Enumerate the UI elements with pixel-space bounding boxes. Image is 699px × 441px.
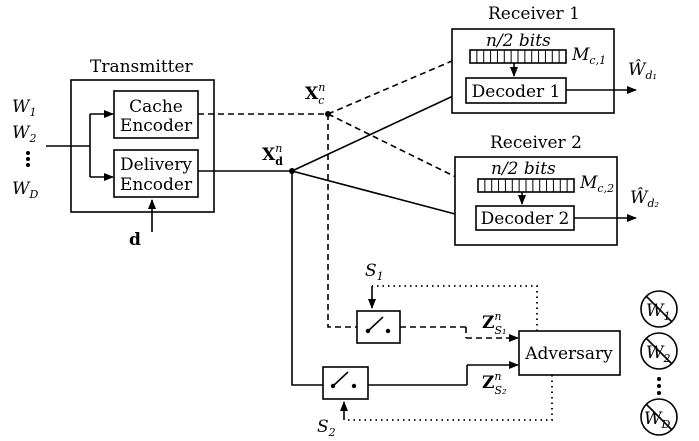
svg-text:W1: W1 — [646, 301, 670, 323]
receiver2-cache-memory — [477, 178, 575, 193]
receiver2-title: Receiver 2 — [490, 133, 582, 153]
s1-label: S1 — [365, 261, 384, 283]
svg-text:W2: W2 — [646, 343, 670, 365]
receiver2-cache-name: Mc,2 — [579, 173, 614, 195]
blocked-w2-icon: W2 — [640, 332, 678, 370]
receiver1-decoder-label: Decoder 1 — [472, 82, 561, 102]
receiver1-cache-memory — [469, 49, 567, 64]
switch2-box — [322, 366, 369, 400]
receiver2-decoder-label: Decoder 2 — [481, 209, 570, 229]
receiver1-cache-name: Mc,1 — [571, 45, 606, 67]
cache-to-receiver2 — [327, 113, 475, 187]
blocked-messages: W1 W2 WD — [640, 290, 678, 436]
message-inputs: W1 W2 WD — [12, 97, 38, 201]
svg-text:WD: WD — [644, 409, 670, 431]
adversary-label: Adversary — [524, 344, 613, 364]
delivery-to-switch2 — [291, 171, 323, 386]
s2-label: S2 — [317, 417, 336, 439]
receiver1-title: Receiver 1 — [488, 4, 580, 24]
delivery-to-receiver2 — [291, 170, 475, 221]
receiver1-output-label: Ŵd₁ — [628, 59, 657, 82]
input-wiring — [46, 110, 114, 181]
switch1-box — [356, 310, 401, 344]
cache-to-switch1 — [327, 114, 357, 328]
delivery-to-receiver1 — [291, 89, 467, 172]
delivery-encoder-box — [113, 149, 199, 198]
cache-encoder-label-2: Encoder — [120, 116, 193, 136]
control-loop-s1 — [372, 285, 538, 331]
receiver2-cache-size: n/2 bits — [491, 159, 556, 179]
input-w2: W2 — [12, 123, 36, 145]
input-wd: WD — [12, 179, 38, 201]
delivery-encoder-label-1: Delivery — [120, 155, 192, 175]
vertical-ellipsis-icon — [657, 377, 661, 395]
receiver2-decoder-box — [475, 205, 575, 231]
switch1-icon — [365, 316, 391, 334]
delivery-encoder-label-2: Encoder — [120, 175, 193, 195]
transmitter-title: Transmitter — [90, 57, 194, 77]
cache-encoder-box — [113, 90, 199, 139]
switch2-icon — [330, 371, 357, 389]
blocked-wd-icon: WD — [640, 398, 678, 436]
control-loop-s2 — [344, 375, 553, 421]
cache-encoder-label-1: Cache — [129, 97, 183, 117]
receiver1-cache-size: n/2 bits — [486, 31, 551, 51]
receiver2-output-label: Ŵd₂ — [630, 187, 659, 210]
input-w1: W1 — [12, 97, 36, 119]
blocked-w1-icon: W1 — [640, 290, 678, 328]
cache-to-receiver1 — [327, 54, 467, 115]
demand-label: d — [129, 230, 141, 250]
adversary-box — [518, 330, 621, 376]
vertical-ellipsis-icon — [26, 151, 30, 167]
